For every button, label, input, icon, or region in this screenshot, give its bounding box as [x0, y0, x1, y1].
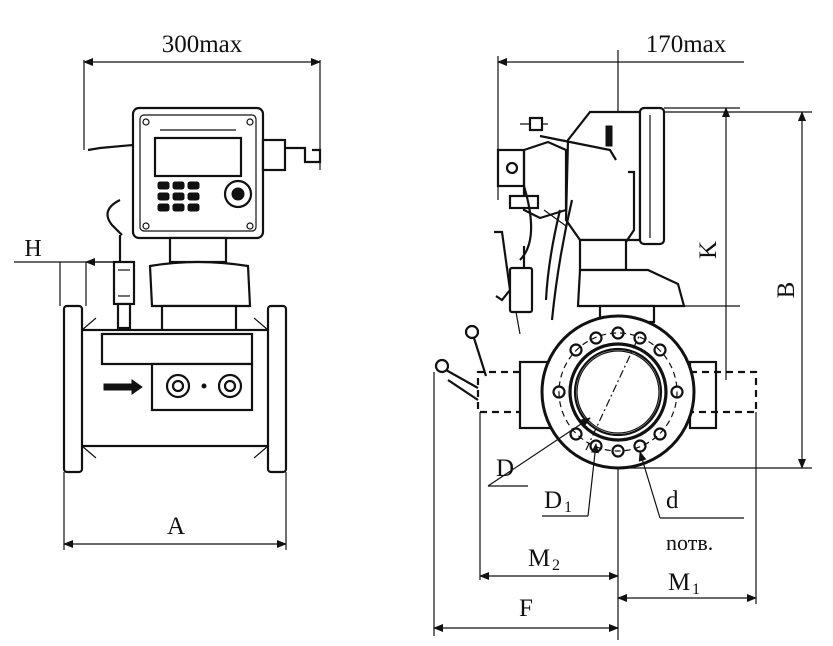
neck [168, 236, 228, 264]
label-h: H [24, 236, 41, 262]
label-d-small: d [666, 487, 679, 514]
counter-head [87, 106, 322, 240]
dimension-300max: 300max [83, 31, 321, 170]
label-m2-sub: 2 [552, 557, 560, 574]
keypad [157, 181, 200, 212]
label-a: A [167, 513, 185, 540]
label-d-outer: D [496, 455, 514, 482]
lever-handles [434, 324, 488, 389]
label-170max: 170max [646, 31, 727, 58]
label-d1-sub: 1 [564, 499, 572, 516]
side-head [496, 106, 666, 246]
pressure-sensor [112, 235, 136, 330]
flange [540, 314, 696, 470]
dimension-b: B [618, 111, 812, 469]
meter-upper-body [148, 260, 252, 308]
label-m2-main: M [528, 545, 550, 572]
label-d1-main: D [544, 487, 562, 514]
pipe-body [62, 304, 288, 474]
label-f: F [519, 595, 533, 622]
leaders [487, 417, 744, 519]
side-view: 170max [433, 31, 812, 640]
label-300max: 300max [162, 31, 243, 58]
label-m1-main: M [668, 569, 690, 596]
label-m1-sub: 1 [692, 581, 700, 598]
side-upper-body [576, 268, 686, 308]
label-n-holes: nотв. [666, 530, 713, 555]
dimension-k: K [664, 107, 740, 380]
label-b: B [773, 282, 800, 299]
dimension-m1: M 1 [617, 412, 757, 604]
label-k: K [695, 241, 722, 259]
label-d1: D 1 [544, 487, 572, 516]
dimension-h: H [14, 236, 120, 306]
dimension-f: F [433, 372, 619, 636]
dimension-m2: M 2 [479, 412, 619, 580]
dimension-a: A [63, 472, 287, 550]
front-view: 300max [14, 31, 322, 550]
side-sensor [494, 185, 574, 335]
side-neck [578, 238, 628, 272]
